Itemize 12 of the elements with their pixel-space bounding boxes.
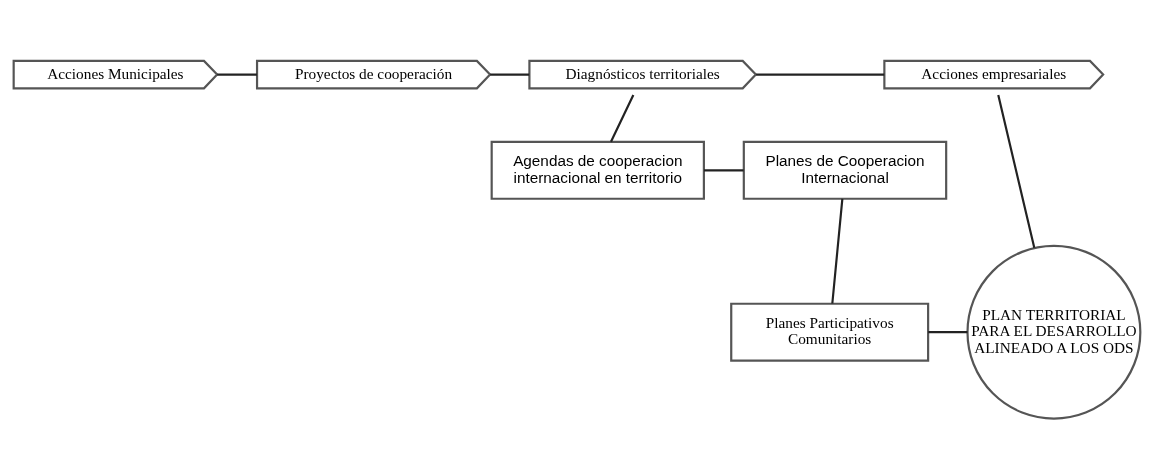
node-box: Agendas de cooperacion internacional en territorio: [490, 140, 705, 200]
connector: [997, 94, 1036, 248]
node-box: Planes Participativos Comunitarios: [730, 302, 930, 362]
connector: [928, 330, 968, 333]
connector: [704, 168, 744, 171]
connector: [610, 94, 635, 142]
connector: [217, 73, 257, 76]
connector: [831, 198, 844, 304]
connector: [756, 73, 885, 76]
node-box: Planes de Cooperacion Internacional: [742, 140, 948, 200]
connector: [490, 73, 530, 76]
node-circle: PLAN TERRITORIAL PARA EL DESARROLLO ALINEADO A LOS ODS: [966, 244, 1142, 420]
